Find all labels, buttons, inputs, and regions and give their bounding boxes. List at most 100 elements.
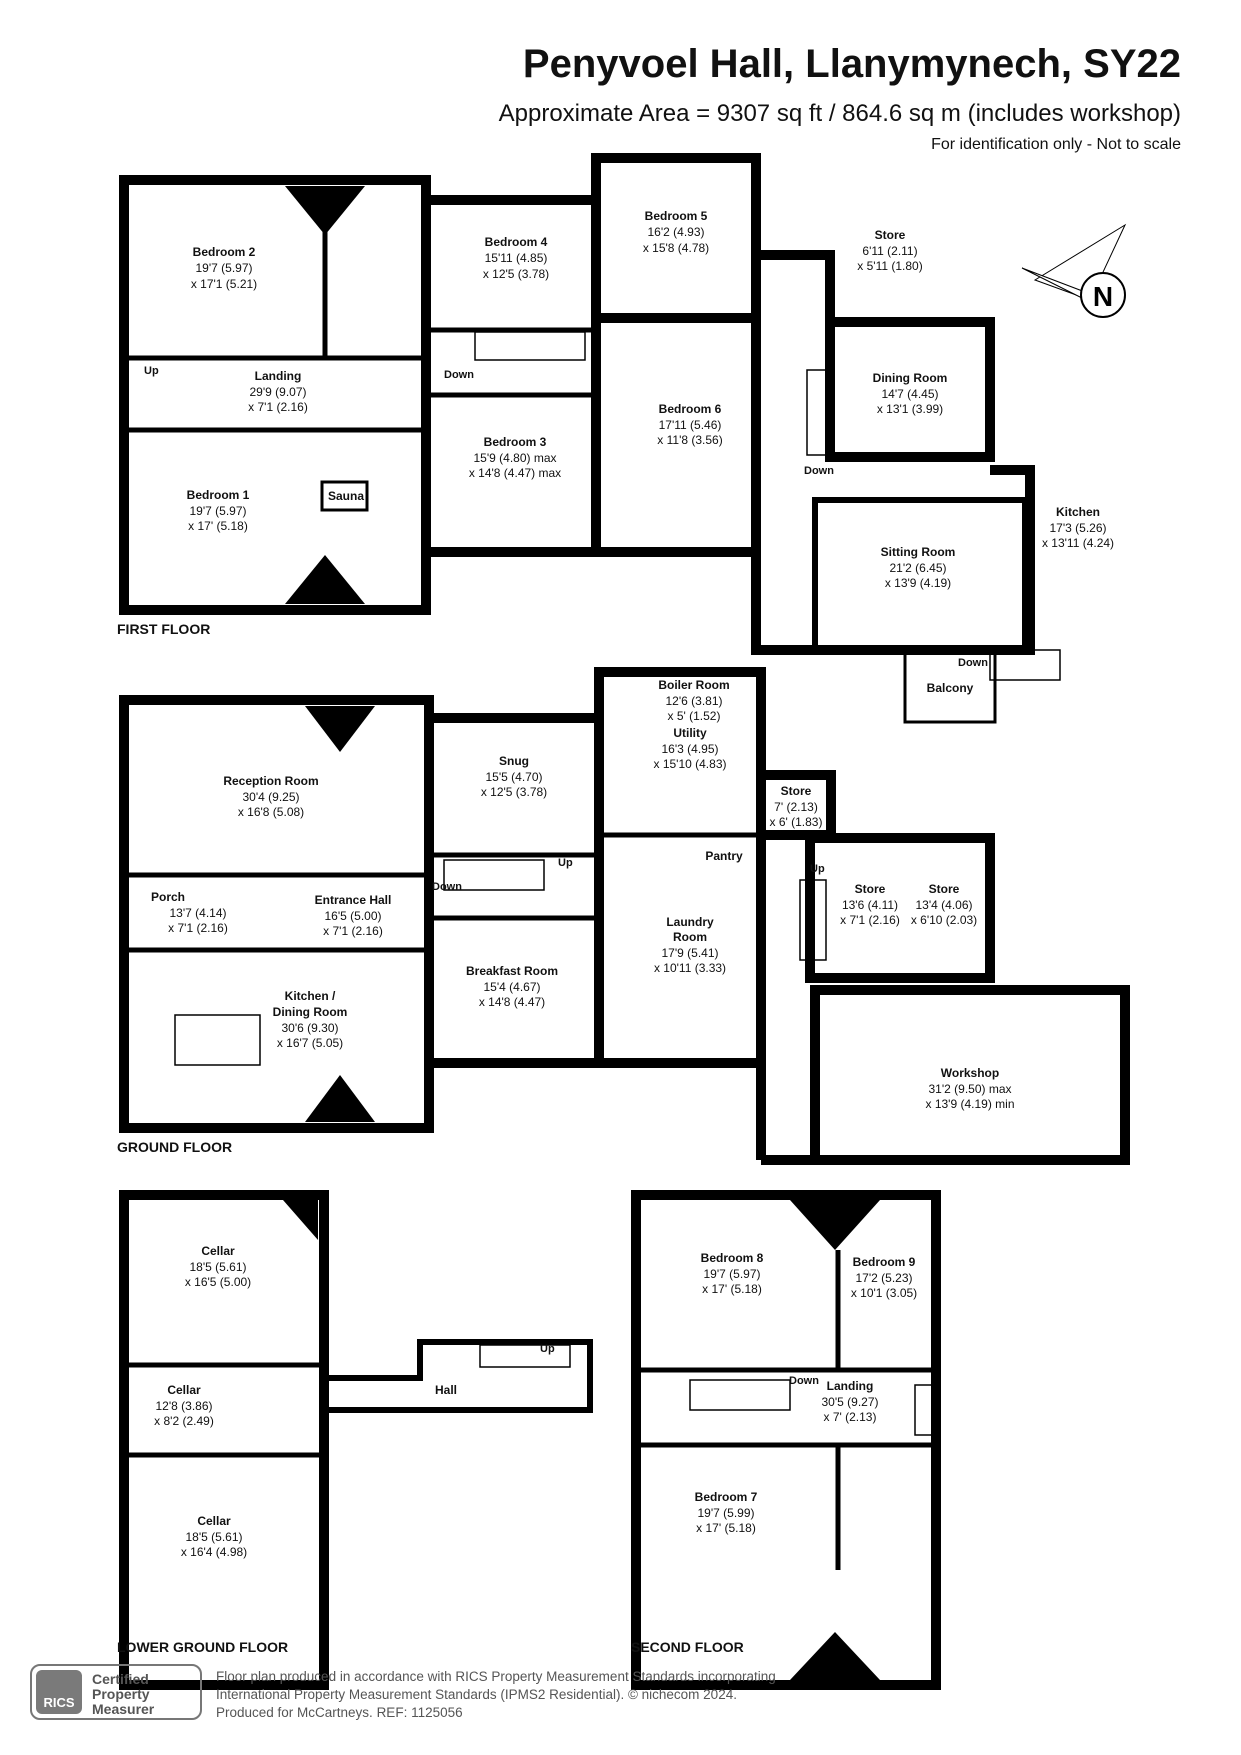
room-dim-2: x 5' (1.52) <box>668 709 721 723</box>
rics-logo-icon: RICS <box>36 1670 82 1714</box>
room-name: Boiler Room <box>658 678 729 692</box>
room-bedroom-3: Bedroom 3 15'9 (4.80) max x 14'8 (4.47) … <box>469 435 561 480</box>
room-name: Store <box>781 784 812 798</box>
room-dim-1: 15'11 (4.85) <box>485 251 548 265</box>
room-bedroom-1: Bedroom 1 19'7 (5.97) x 17' (5.18) <box>187 488 250 533</box>
room-dim-1: 18'5 (5.61) <box>190 1260 247 1274</box>
room-dim-2: x 17' (5.18) <box>702 1282 762 1296</box>
room-name: Bedroom 4 <box>485 235 548 249</box>
room-dim-2: x 17' (5.18) <box>188 519 248 533</box>
stairs-down-label: Down <box>789 1375 819 1387</box>
room-breakfast: Breakfast Room 15'4 (4.67) x 14'8 (4.47) <box>466 964 558 1009</box>
room-dim-1: 16'5 (5.00) <box>325 909 382 923</box>
room-dim-1: 30'5 (9.27) <box>822 1395 879 1409</box>
room-name: Bedroom 6 <box>659 402 722 416</box>
room-dim-1: 15'5 (4.70) <box>486 770 543 784</box>
stairs-down-label: Down <box>432 881 462 893</box>
room-dim-1: 30'4 (9.25) <box>243 790 300 804</box>
room-dim-1: 18'5 (5.61) <box>186 1530 243 1544</box>
room-name: Laundry <box>666 915 714 929</box>
room-dim-2: x 5'11 (1.80) <box>857 259 922 273</box>
stairs-up-label: Up <box>144 365 159 377</box>
room-bedroom-8: Bedroom 8 19'7 (5.97) x 17' (5.18) <box>701 1251 764 1296</box>
room-dim-2: x 14'8 (4.47) max <box>469 466 561 480</box>
room-name: Entrance Hall <box>315 893 392 907</box>
room-store-ground-1: Store 7' (2.13) x 6' (1.83) <box>770 784 823 829</box>
room-dim-1: 30'6 (9.30) <box>282 1021 339 1035</box>
footer-line-1: Floor plan produced in accordance with R… <box>216 1669 776 1684</box>
room-dim-1: 19'7 (5.97) <box>190 504 247 518</box>
room-dim-1: 13'7 (4.14) <box>170 906 227 920</box>
room-dim-1: 14'7 (4.45) <box>882 387 939 401</box>
badge-line-1: Certified <box>92 1671 149 1687</box>
room-bedroom-9: Bedroom 9 17'2 (5.23) x 10'1 (3.05) <box>851 1255 917 1300</box>
room-dining: Dining Room 14'7 (4.45) x 13'1 (3.99) <box>873 371 948 416</box>
room-dim-2: x 17' (5.18) <box>696 1521 756 1535</box>
room-name: Bedroom 3 <box>484 435 547 449</box>
room-laundry: Laundry Room 17'9 (5.41) x 10'11 (3.33) <box>654 915 726 975</box>
room-kitchen-dining: Kitchen / Dining Room 30'6 (9.30) x 16'7… <box>273 989 348 1050</box>
stairs-up-label: Up <box>558 857 573 869</box>
room-dim-1: 21'2 (6.45) <box>890 561 947 575</box>
room-name: Bedroom 1 <box>187 488 250 502</box>
room-landing-second: Landing 30'5 (9.27) x 7' (2.13) <box>822 1379 879 1424</box>
room-store-ground-3: Store 13'4 (4.06) x 6'10 (2.03) <box>911 882 977 927</box>
room-name: Breakfast Room <box>466 964 558 978</box>
lower-ground-floor-walls <box>119 1190 593 1690</box>
room-dim-1: 12'8 (3.86) <box>156 1399 213 1413</box>
room-name: Workshop <box>941 1066 999 1080</box>
room-porch: Porch 13'7 (4.14) x 7'1 (2.16) <box>151 890 228 935</box>
room-dim-2: x 10'11 (3.33) <box>654 961 726 975</box>
room-kitchen-first: Kitchen 17'3 (5.26) x 13'11 (4.24) <box>1042 505 1114 550</box>
room-bedroom-4: Bedroom 4 15'11 (4.85) x 12'5 (3.78) <box>483 235 549 281</box>
room-name: Bedroom 9 <box>853 1255 916 1269</box>
footer-notes: Floor plan produced in accordance with R… <box>216 1668 776 1722</box>
room-dim-2: x 13'1 (3.99) <box>877 402 943 416</box>
room-dim-2: x 16'4 (4.98) <box>181 1545 247 1559</box>
room-bedroom-5: Bedroom 5 16'2 (4.93) x 15'8 (4.78) <box>643 209 709 255</box>
room-name: Cellar <box>167 1383 201 1397</box>
room-cellar-2: Cellar 12'8 (3.86) x 8'2 (2.49) <box>154 1383 214 1428</box>
footer-line-3: Produced for McCartneys. REF: 1125056 <box>216 1705 463 1720</box>
room-dim-2: x 7' (2.13) <box>824 1410 877 1424</box>
room-name: Bedroom 7 <box>695 1490 758 1504</box>
room-dim-1: 15'4 (4.67) <box>484 980 541 994</box>
room-name: Cellar <box>201 1244 235 1258</box>
room-dim-1: 19'7 (5.97) <box>704 1267 761 1281</box>
room-dim-2: x 13'9 (4.19) <box>885 576 951 590</box>
stairs-down-label: Down <box>804 465 834 477</box>
room-dim-2: x 7'1 (2.16) <box>248 400 308 414</box>
room-dim-2: x 16'7 (5.05) <box>277 1036 343 1050</box>
floor-label-lower-ground: LOWER GROUND FLOOR <box>117 1639 288 1655</box>
room-name: Pantry <box>705 849 743 863</box>
room-landing-first: Landing 29'9 (9.07) x 7'1 (2.16) <box>248 369 308 414</box>
room-bedroom-7: Bedroom 7 19'7 (5.99) x 17' (5.18) <box>695 1490 758 1535</box>
room-dim-1: 19'7 (5.99) <box>698 1506 755 1520</box>
footer-line-2: International Property Measurement Stand… <box>216 1687 737 1702</box>
room-hall-lower: Hall <box>435 1383 457 1397</box>
room-dim-1: 29'9 (9.07) <box>250 385 307 399</box>
room-cellar-3: Cellar 18'5 (5.61) x 16'4 (4.98) <box>181 1514 247 1559</box>
room-dim-2: x 12'5 (3.78) <box>483 267 549 281</box>
room-bedroom-6: Bedroom 6 17'11 (5.46) x 11'8 (3.56) <box>657 402 722 447</box>
room-dim-1: 16'2 (4.93) <box>648 225 705 239</box>
room-dim-2: x 8'2 (2.49) <box>154 1414 214 1428</box>
room-dim-1: 17'2 (5.23) <box>856 1271 913 1285</box>
room-name: Balcony <box>927 681 974 695</box>
badge-line-3: Measurer <box>92 1701 155 1717</box>
room-name: Landing <box>827 1379 874 1393</box>
room-sauna: Sauna <box>320 480 369 512</box>
room-cellar-1: Cellar 18'5 (5.61) x 16'5 (5.00) <box>185 1244 251 1289</box>
room-dim-2: x 16'5 (5.00) <box>185 1275 251 1289</box>
room-name: Porch <box>151 890 185 904</box>
room-dim-2: x 7'1 (2.16) <box>168 921 228 935</box>
room-dim-1: 12'6 (3.81) <box>666 694 723 708</box>
room-dim-1: 17'3 (5.26) <box>1050 521 1107 535</box>
room-name: Store <box>855 882 886 896</box>
room-dim-2: x 12'5 (3.78) <box>481 785 547 799</box>
room-name: Kitchen <box>1056 505 1100 519</box>
room-reception: Reception Room 30'4 (9.25) x 16'8 (5.08) <box>223 774 318 819</box>
room-name: Snug <box>499 754 529 768</box>
rics-badge-text: Certified Property Measurer <box>92 1672 154 1717</box>
